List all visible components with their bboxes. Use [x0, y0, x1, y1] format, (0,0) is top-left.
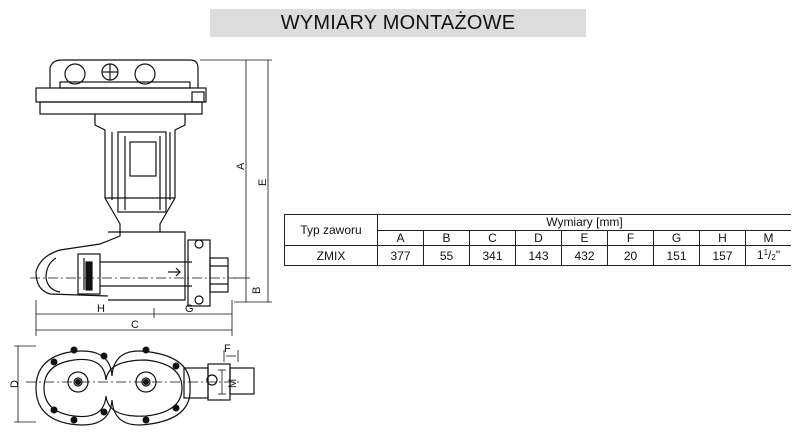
value-cell-G: 151	[653, 245, 700, 266]
value-cell-F: 20	[607, 245, 654, 266]
column-header-C: C	[469, 229, 516, 246]
value-cell-B: 55	[423, 245, 470, 266]
value-cell-C: 341	[469, 245, 516, 266]
m-numerator: 1	[763, 248, 769, 257]
column-header-F: F	[607, 229, 654, 246]
column-header-E: E	[561, 229, 608, 246]
table-row: ZMIX 377 55 341 143 432 20 151 157 11/2"	[284, 245, 791, 266]
label-F: F	[224, 343, 231, 355]
column-header-A: A	[377, 229, 424, 246]
dimensions-group-header: Wymiary [mm]	[377, 214, 791, 231]
label-G: G	[185, 303, 194, 315]
column-header-G: G	[653, 229, 700, 246]
column-header-M: M	[745, 229, 791, 246]
m-denominator: 2	[771, 253, 776, 262]
row-type-cell: ZMIX	[284, 245, 378, 266]
page-title: WYMIARY MONTAŻOWE	[210, 9, 586, 37]
value-cell-M: 11/2"	[745, 245, 791, 266]
value-cell-E: 432	[561, 245, 608, 266]
label-D: D	[9, 380, 21, 388]
value-cell-D: 143	[515, 245, 562, 266]
label-A: A	[235, 162, 247, 170]
label-H: H	[97, 303, 105, 315]
column-header-B: B	[423, 229, 470, 246]
label-B: B	[251, 287, 263, 294]
value-cell-A: 377	[377, 245, 424, 266]
column-header-D: D	[515, 229, 562, 246]
label-E: E	[257, 179, 269, 186]
dimensions-table: Typ zaworu Wymiary [mm] A B C D E F G H …	[284, 214, 791, 266]
m-inch-mark: "	[775, 248, 781, 262]
label-M: M	[227, 379, 239, 388]
label-C: C	[131, 319, 139, 331]
m-slash: /	[768, 248, 772, 262]
column-header-H: H	[699, 229, 746, 246]
m-whole: 1	[756, 248, 764, 262]
value-cell-H: 157	[699, 245, 746, 266]
type-header: Typ zaworu	[284, 214, 378, 246]
